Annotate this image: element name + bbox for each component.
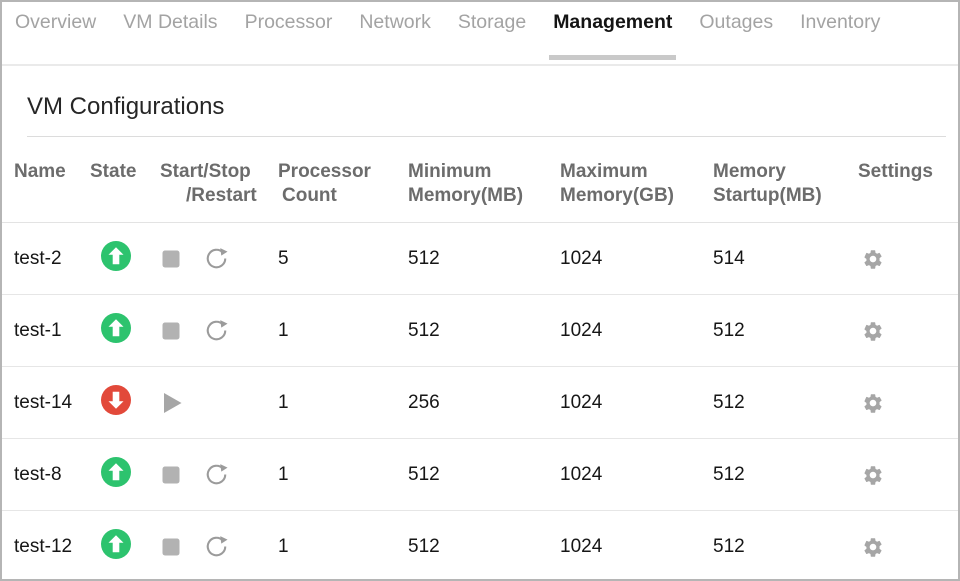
start-button[interactable]	[162, 392, 183, 414]
stop-button[interactable]	[162, 250, 180, 268]
stop-button[interactable]	[162, 322, 180, 340]
state-cell	[90, 240, 160, 277]
vm-name: test-12	[14, 535, 73, 557]
gear-icon[interactable]	[862, 392, 884, 414]
actions-cell	[160, 318, 278, 343]
gear-icon[interactable]	[862, 248, 884, 270]
col-header-processor-count: Processor Count	[278, 161, 371, 206]
title-divider	[27, 136, 946, 137]
page-title: VM Configurations	[27, 93, 225, 120]
state-cell	[90, 384, 160, 421]
vm-name: test-1	[14, 319, 62, 341]
stop-button[interactable]	[162, 466, 180, 484]
min-memory: 512	[408, 247, 440, 269]
down-arrow-circle-icon	[101, 384, 131, 415]
max-memory: 1024	[560, 463, 603, 485]
tab-outages[interactable]: Outages	[699, 11, 774, 33]
col-header-memory-startup: Memory Startup(MB)	[713, 161, 822, 206]
tab-storage[interactable]: Storage	[457, 11, 527, 33]
table-row: test-12 1 512 1024 512	[2, 511, 958, 579]
gear-icon[interactable]	[862, 536, 884, 558]
col-header-name: Name	[14, 161, 66, 182]
state-cell	[90, 528, 160, 565]
table-header: Name State Start/Stop /Restart Processor…	[2, 137, 958, 223]
settings-cell	[858, 464, 958, 486]
max-memory: 1024	[560, 391, 603, 413]
restart-button[interactable]	[204, 318, 229, 343]
col-header-max-memory: Maximum Memory(GB)	[560, 161, 675, 206]
memory-startup: 514	[713, 247, 745, 269]
table-row: test-8 1 512 1024 512	[2, 439, 958, 511]
tab-processor[interactable]: Processor	[244, 11, 333, 33]
tab-vm-details[interactable]: VM Details	[123, 11, 218, 33]
stop-button[interactable]	[162, 538, 180, 556]
min-memory: 512	[408, 535, 440, 557]
up-arrow-circle-icon	[101, 456, 131, 487]
restart-button[interactable]	[204, 246, 229, 271]
vm-name: test-14	[14, 391, 73, 413]
actions-cell	[160, 246, 278, 271]
processor-count: 1	[278, 319, 289, 341]
col-header-start-stop-restart: Start/Stop /Restart	[160, 161, 257, 206]
up-arrow-circle-icon	[101, 528, 131, 559]
gear-icon[interactable]	[862, 320, 884, 342]
state-cell	[90, 312, 160, 349]
memory-startup: 512	[713, 463, 745, 485]
tab-bar: Overview VM Details Processor Network St…	[2, 2, 958, 66]
processor-count: 1	[278, 535, 289, 557]
settings-cell	[858, 536, 958, 558]
table-row: test-1 1 512 1024 512	[2, 295, 958, 367]
actions-cell	[160, 534, 278, 559]
col-header-state: State	[90, 161, 137, 182]
memory-startup: 512	[713, 319, 745, 341]
settings-cell	[858, 248, 958, 270]
vm-name: test-8	[14, 463, 62, 485]
settings-cell	[858, 320, 958, 342]
min-memory: 512	[408, 319, 440, 341]
up-arrow-circle-icon	[101, 240, 131, 271]
tab-management[interactable]: Management	[549, 11, 677, 64]
up-arrow-circle-icon	[101, 312, 131, 343]
gear-icon[interactable]	[862, 464, 884, 486]
max-memory: 1024	[560, 319, 603, 341]
memory-startup: 512	[713, 391, 745, 413]
table-row: test-2 5 512 1024 514	[2, 223, 958, 295]
processor-count: 1	[278, 463, 289, 485]
tab-network[interactable]: Network	[359, 11, 431, 33]
tab-overview[interactable]: Overview	[15, 11, 97, 33]
col-header-settings: Settings	[858, 161, 933, 182]
tab-inventory[interactable]: Inventory	[800, 11, 881, 33]
col-header-min-memory: Minimum Memory(MB)	[408, 161, 524, 206]
processor-count: 1	[278, 391, 289, 413]
vm-name: test-2	[14, 247, 62, 269]
min-memory: 512	[408, 463, 440, 485]
table-row: test-14 1 256 1024 512	[2, 367, 958, 439]
settings-cell	[858, 392, 958, 414]
actions-cell	[160, 392, 278, 414]
memory-startup: 512	[713, 535, 745, 557]
restart-button[interactable]	[204, 462, 229, 487]
processor-count: 5	[278, 247, 289, 269]
restart-button[interactable]	[204, 534, 229, 559]
actions-cell	[160, 462, 278, 487]
state-cell	[90, 456, 160, 493]
min-memory: 256	[408, 391, 440, 413]
max-memory: 1024	[560, 535, 603, 557]
max-memory: 1024	[560, 247, 603, 269]
